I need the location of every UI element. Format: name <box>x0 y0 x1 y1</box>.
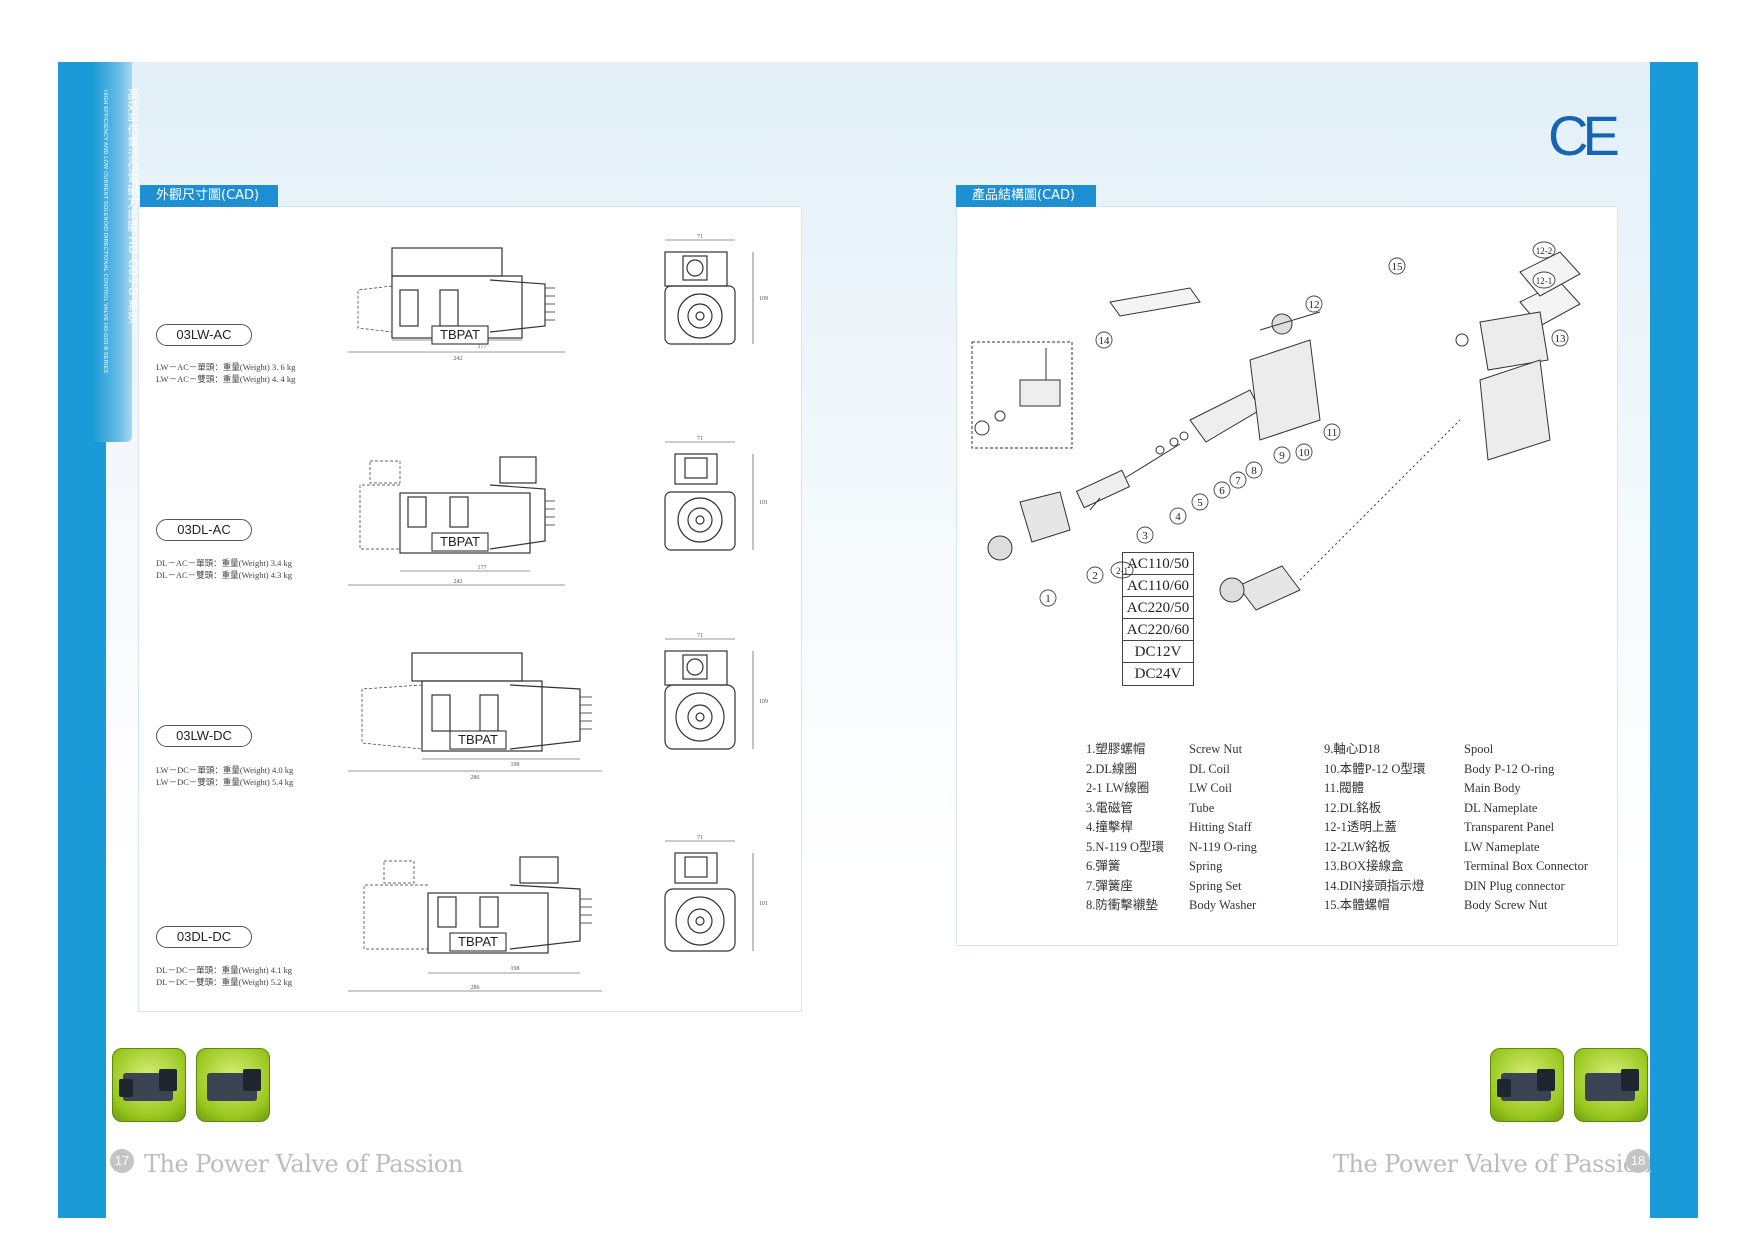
svg-text:242: 242 <box>454 579 463 585</box>
callout-label: 9 <box>1279 450 1285 462</box>
page-number-left: 17 <box>110 1149 134 1173</box>
callout-marker <box>1191 493 1209 511</box>
product-thumbnail <box>196 1048 270 1122</box>
callout-marker <box>1388 257 1406 275</box>
callout-label: 5 <box>1197 497 1203 509</box>
callout-label: 8 <box>1251 465 1257 477</box>
svg-text:71: 71 <box>697 436 703 442</box>
callout-label: 7 <box>1235 475 1241 487</box>
valve-side-view-03dl-ac: 71 101 <box>664 436 768 551</box>
valve-drawing-03dl-dc: TBPAT 198 286 <box>348 856 602 992</box>
callout-marker <box>1086 566 1104 584</box>
page-number-right: 18 <box>1626 1149 1650 1173</box>
callout-label: 4 <box>1175 511 1181 523</box>
valve-side-view-03lw-dc: 71 109 <box>664 633 768 750</box>
callout-marker <box>1532 241 1556 259</box>
voltage-option: AC220/50 <box>1123 597 1193 619</box>
callout-label: 11 <box>1327 427 1338 439</box>
voltage-option: DC24V <box>1134 666 1182 682</box>
model-label-03dl-ac: 03DL-AC <box>156 519 252 541</box>
callout-label: 13 <box>1555 333 1567 345</box>
brand-plate: TBPAT <box>458 934 498 949</box>
model-label-03lw-ac: 03LW-AC <box>156 324 252 346</box>
callout-marker <box>1305 295 1323 313</box>
callout-label: 2 <box>1092 570 1098 582</box>
svg-text:286: 286 <box>471 985 480 991</box>
callout-label: 12-2 <box>1536 246 1553 256</box>
side-title-tab <box>92 62 132 442</box>
svg-text:286: 286 <box>471 775 480 781</box>
vertical-title: 高效率低電流值電磁方向閥 HD-G03-B 系列 <box>126 88 140 324</box>
callout-marker <box>1245 461 1263 479</box>
valve-side-view-03lw-ac: 71 109 <box>664 234 768 345</box>
svg-text:109: 109 <box>759 296 768 302</box>
valve-drawing-03lw-dc: TBPAT 198 286 <box>348 652 602 781</box>
svg-text:242: 242 <box>454 356 463 362</box>
footer-slogan-left: The Power Valve of Passion <box>144 1150 463 1178</box>
callout-marker <box>1095 331 1113 349</box>
callout-marker <box>1213 481 1231 499</box>
brand-plate: TBPAT <box>440 534 480 549</box>
callout-marker <box>1229 471 1247 489</box>
svg-text:177: 177 <box>478 344 487 350</box>
vertical-subtitle: HIGH EFFICIENCY AND LOW CURRENT SOLENOID… <box>102 90 108 374</box>
svg-text:71: 71 <box>697 835 703 841</box>
svg-text:71: 71 <box>697 234 703 240</box>
callout-label: 6 <box>1219 485 1225 497</box>
brand-plate: TBPAT <box>440 327 480 342</box>
svg-text:101: 101 <box>759 901 768 907</box>
callout-marker <box>1551 329 1569 347</box>
section-title-structure: 產品結構圖(CAD) <box>956 185 1096 207</box>
callout-marker <box>1169 507 1187 525</box>
callout-label: 10 <box>1299 447 1311 459</box>
brand-plate: TBPAT <box>458 732 498 747</box>
callout-label: 3 <box>1142 530 1148 542</box>
callout-marker <box>1273 446 1291 464</box>
voltage-option: AC110/60 <box>1123 575 1193 597</box>
svg-text:177: 177 <box>478 565 487 571</box>
ce-mark: CE <box>1548 104 1620 167</box>
voltage-option: AC220/60 <box>1123 619 1193 641</box>
callout-marker <box>1295 443 1313 461</box>
callout-marker <box>1532 271 1556 289</box>
svg-text:71: 71 <box>697 633 703 639</box>
svg-text:101: 101 <box>759 500 768 506</box>
callout-label: 12 <box>1309 299 1320 311</box>
callout-marker <box>1039 589 1057 607</box>
svg-text:109: 109 <box>759 699 768 705</box>
valve-drawing-03dl-ac: TBPAT 177 242 <box>348 456 565 586</box>
voltage-table: AC110/50 AC110/60 AC220/50 AC220/60 DC12… <box>1122 552 1194 686</box>
callout-label: 14 <box>1099 335 1111 347</box>
callout-label: 1 <box>1045 593 1051 605</box>
right-blue-band <box>1650 62 1698 1218</box>
voltage-option: DC12V <box>1123 641 1193 663</box>
callout-marker <box>1136 526 1154 544</box>
product-thumbnail <box>112 1048 186 1122</box>
model-label-03lw-dc: 03LW-DC <box>156 725 252 747</box>
footer-slogan-right: The Power Valve of Passion <box>1333 1150 1652 1178</box>
valve-side-view-03dl-dc: 71 101 <box>664 835 768 952</box>
product-thumbnail <box>1574 1048 1648 1122</box>
svg-text:198: 198 <box>511 762 520 768</box>
model-label-03dl-dc: 03DL-DC <box>156 926 252 948</box>
valve-drawing-03lw-ac: TBPAT 177 242 <box>348 247 565 362</box>
voltage-option: AC110/50 <box>1123 553 1193 575</box>
callout-marker <box>1323 423 1341 441</box>
callout-label: 12-1 <box>1536 276 1553 286</box>
svg-text:198: 198 <box>511 966 520 972</box>
callout-label: 15 <box>1392 261 1404 273</box>
section-title-dimensions: 外觀尺寸圖(CAD) <box>140 185 278 207</box>
product-thumbnail <box>1490 1048 1564 1122</box>
